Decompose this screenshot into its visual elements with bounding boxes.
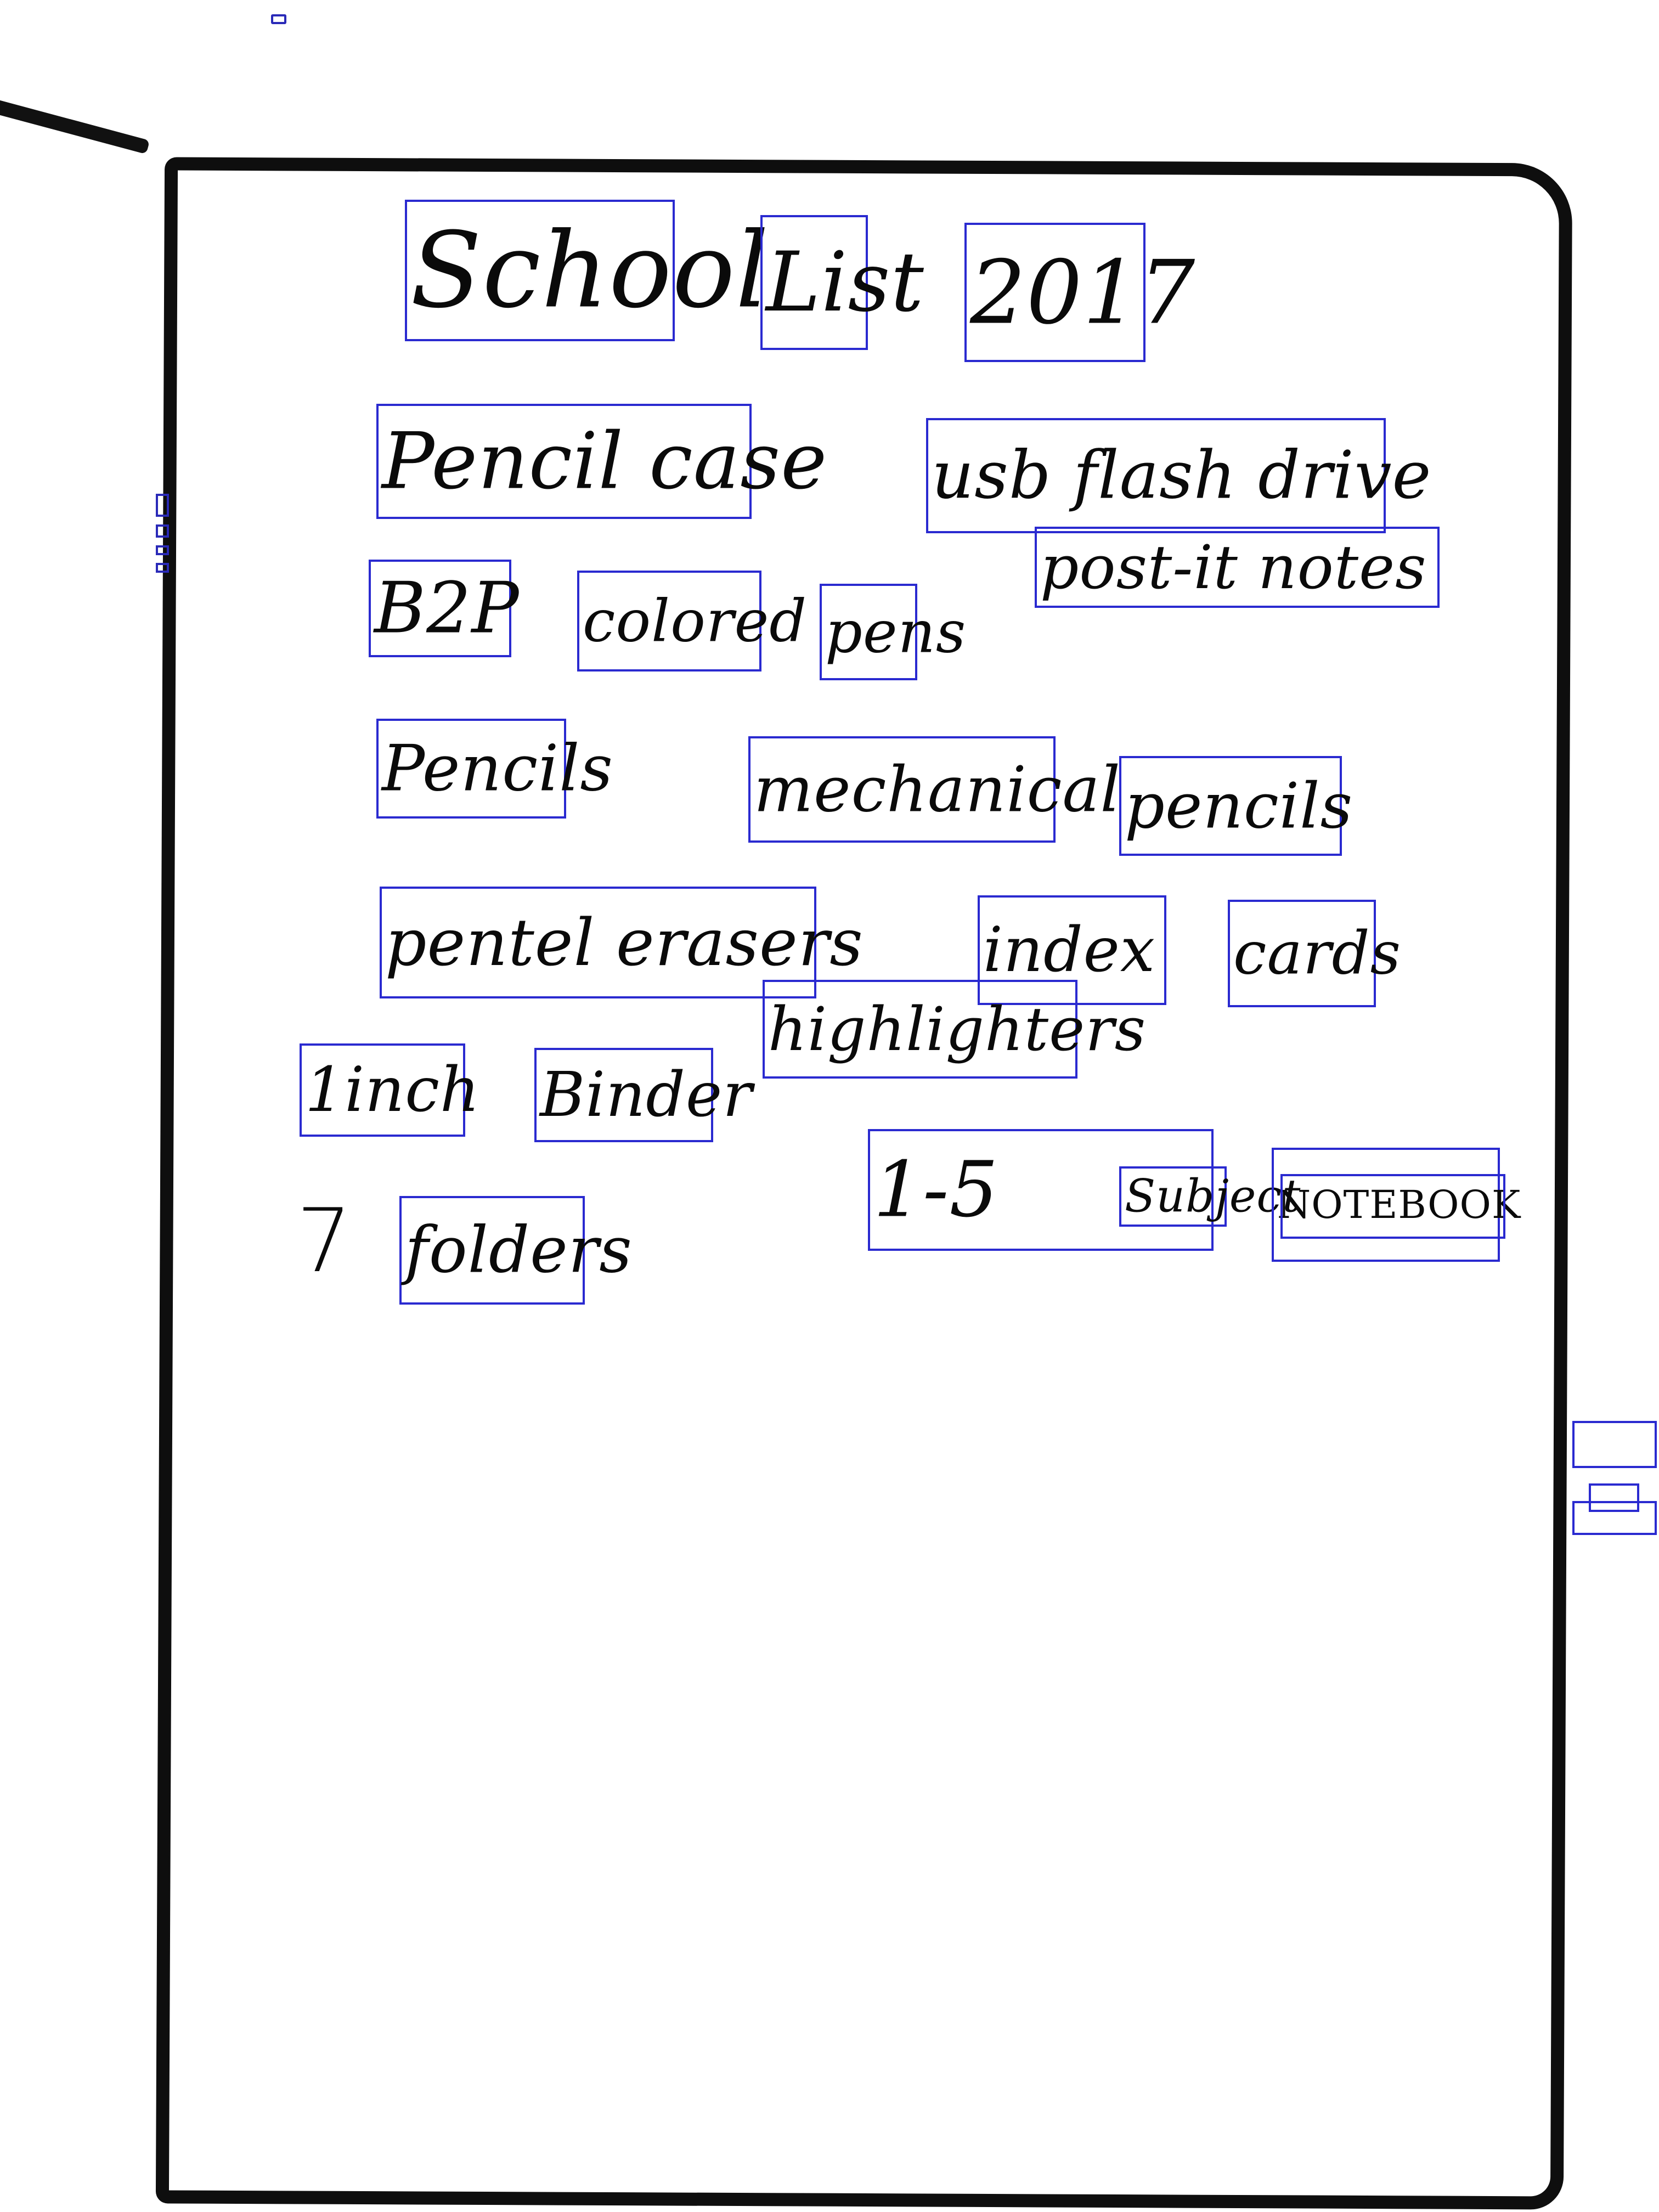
word-one-inch-text: 1inch [305, 1054, 481, 1126]
word-b2p: B2P [369, 560, 519, 657]
word-mechanical-text: mechanical [754, 753, 1121, 826]
word-pens-text: pens [825, 598, 967, 666]
word-cards: cards [1228, 900, 1401, 1007]
word-subject-text: Subject [1125, 1170, 1301, 1223]
word-highlighters-text: highlighters [768, 994, 1147, 1064]
page-fold-edge [0, 98, 150, 155]
edge-smudge-box-1 [1572, 1421, 1657, 1468]
word-school: School [405, 200, 769, 341]
word-pencils-1-text: Pencils [382, 731, 613, 806]
word-year: 2017 [964, 223, 1195, 362]
word-pens: pens [820, 584, 966, 680]
edge-smudge-box-2 [1589, 1483, 1639, 1512]
word-pencil-case-text: Pencil case [382, 416, 828, 507]
word-one-inch: 1inch [300, 1043, 479, 1137]
word-highlighters: highlighters [763, 980, 1146, 1079]
word-list-text: List [766, 235, 924, 330]
edge-smudge-box-3 [1572, 1501, 1657, 1535]
word-binder-text: Binder [540, 1059, 753, 1131]
word-seven: 7 [296, 1189, 352, 1292]
word-pencils-1: Pencils [376, 719, 613, 819]
word-post-it-notes: post-it notes [1035, 527, 1440, 608]
word-subject: Subject [1119, 1166, 1300, 1227]
word-post-it-notes-text: post-it notes [1040, 532, 1427, 602]
word-usb-flash-drive: usb flash drive [926, 418, 1431, 533]
word-pencils-2: pencils [1119, 756, 1352, 856]
scan-artifact-mark [271, 14, 286, 24]
word-notebook: NOTEBOOK [1272, 1148, 1520, 1262]
word-folders: folders [399, 1196, 632, 1305]
binder-ring-marks [156, 494, 169, 603]
word-b2p-text: B2P [374, 567, 520, 650]
word-cards-text: cards [1233, 919, 1402, 988]
word-list: List [760, 215, 924, 350]
word-pencils-2-text: pencils [1125, 769, 1353, 843]
word-school-text: School [410, 210, 770, 331]
word-mechanical: mechanical [748, 736, 1120, 843]
word-index-text: index [983, 915, 1156, 986]
word-usb-flash-drive-text: usb flash drive [932, 437, 1432, 514]
word-one-five: 1-5 [868, 1129, 1214, 1251]
word-index: index [978, 895, 1166, 1005]
word-colored-text: colored [583, 587, 808, 655]
word-binder: Binder [534, 1048, 752, 1142]
word-folders-text: folders [405, 1213, 633, 1288]
word-pentel-erasers: pentel erasers [380, 887, 863, 998]
word-colored: colored [577, 571, 806, 672]
word-pentel-erasers-text: pentel erasers [385, 905, 864, 980]
word-year-text: 2017 [970, 241, 1196, 344]
word-notebook-text: NOTEBOOK [1277, 1182, 1521, 1227]
word-notebook-inner [1280, 1174, 1505, 1239]
word-one-five-text: 1-5 [873, 1145, 999, 1235]
word-pencil-case: Pencil case [376, 404, 827, 519]
